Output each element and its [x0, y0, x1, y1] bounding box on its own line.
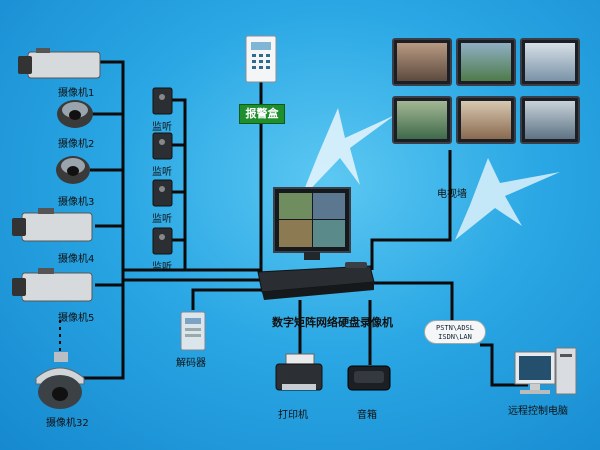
monitor-device-3[interactable]: [152, 179, 173, 207]
star-decoration: [300, 108, 395, 200]
monitor-3-label: 监听: [152, 214, 172, 225]
tv-screen[interactable]: [456, 96, 516, 144]
camera-3-label: 摄像机3: [58, 197, 95, 208]
monitor-2-label: 监听: [152, 167, 172, 178]
tv-screen[interactable]: [520, 96, 580, 144]
dvr-station[interactable]: [257, 187, 375, 300]
camera-5[interactable]: [12, 268, 93, 302]
camera-3[interactable]: [56, 156, 90, 184]
camera-1[interactable]: [18, 48, 101, 79]
camera-32-label: 摄像机32: [46, 418, 89, 429]
camera-2-label: 摄像机2: [58, 139, 95, 150]
network-cloud: PSTN\ADSL ISDN\LAN: [424, 320, 486, 344]
tv-screen[interactable]: [456, 38, 516, 86]
camera-1-label: 摄像机1: [58, 88, 95, 99]
printer-device[interactable]: [275, 353, 323, 391]
camera-2[interactable]: [57, 100, 93, 128]
camera-4-label: 摄像机4: [58, 254, 95, 265]
decoder-label: 解码器: [176, 358, 206, 369]
monitor-device-4[interactable]: [152, 227, 173, 255]
camera-32[interactable]: [35, 352, 85, 409]
monitor-4-label: 监听: [152, 262, 172, 273]
tv-wall-label: 电视墙: [437, 189, 467, 200]
network-line-1: PSTN\ADSL: [436, 324, 474, 332]
monitor-device-2[interactable]: [152, 132, 173, 160]
camera-4[interactable]: [12, 208, 93, 242]
speaker-label: 音箱: [357, 410, 377, 421]
wire-lines: [59, 60, 528, 387]
star-decoration: [455, 158, 560, 240]
tv-screen[interactable]: [520, 38, 580, 86]
tv-screen[interactable]: [392, 38, 452, 86]
decoder-device[interactable]: [180, 311, 206, 351]
monitor-device-1[interactable]: [152, 87, 173, 115]
remote-pc-device[interactable]: [514, 347, 577, 395]
network-line-2: ISDN\LAN: [438, 333, 472, 341]
alarm-box-device[interactable]: [245, 35, 277, 83]
alarm-box-label: 报警盒: [239, 104, 285, 124]
monitor-1-label: 监听: [152, 122, 172, 133]
dvr-label: 数字矩阵网络硬盘录像机: [272, 316, 393, 329]
printer-label: 打印机: [278, 410, 308, 421]
remote-pc-label: 远程控制电脑: [508, 406, 568, 417]
camera-5-label: 摄像机5: [58, 313, 95, 324]
speaker-device[interactable]: [347, 365, 391, 391]
tv-screen[interactable]: [392, 96, 452, 144]
